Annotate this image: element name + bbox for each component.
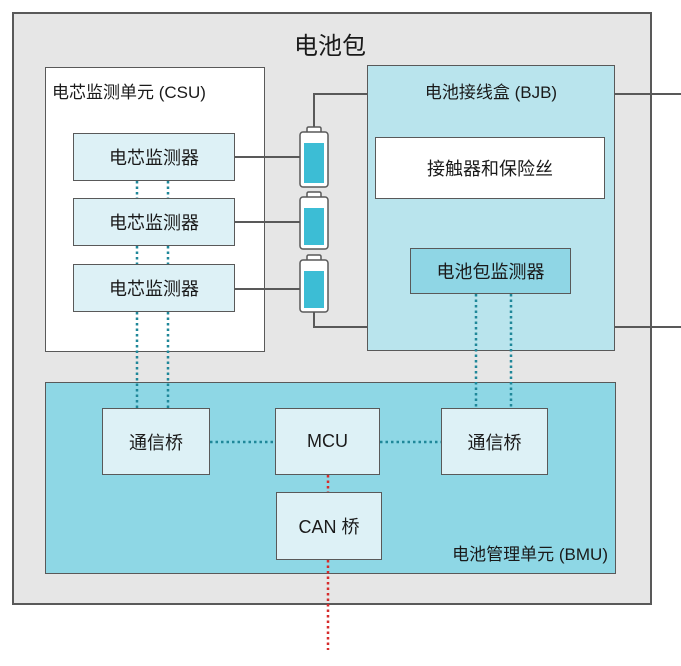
communication-bridge-right: 通信桥: [441, 408, 548, 475]
bjb-title: 电池接线盒 (BJB): [424, 83, 558, 102]
contactor-and-fuse-block: 接触器和保险丝: [375, 137, 605, 199]
can-bridge: CAN 桥: [276, 492, 382, 560]
battery-junction-box: [367, 65, 615, 351]
csu-title: 电芯监测单元 (CSU): [52, 83, 206, 102]
cell-monitor-2: 电芯监测器: [73, 198, 235, 246]
battery-pack-title: 电池包: [294, 33, 366, 60]
mcu-block: MCU: [275, 408, 380, 475]
cell-monitor-1: 电芯监测器: [73, 133, 235, 181]
communication-bridge-left: 通信桥: [102, 408, 210, 475]
bmu-title: 电池管理单元 (BMU): [452, 545, 608, 564]
pack-monitor: 电池包监测器: [410, 248, 571, 294]
cell-monitor-3: 电芯监测器: [73, 264, 235, 312]
